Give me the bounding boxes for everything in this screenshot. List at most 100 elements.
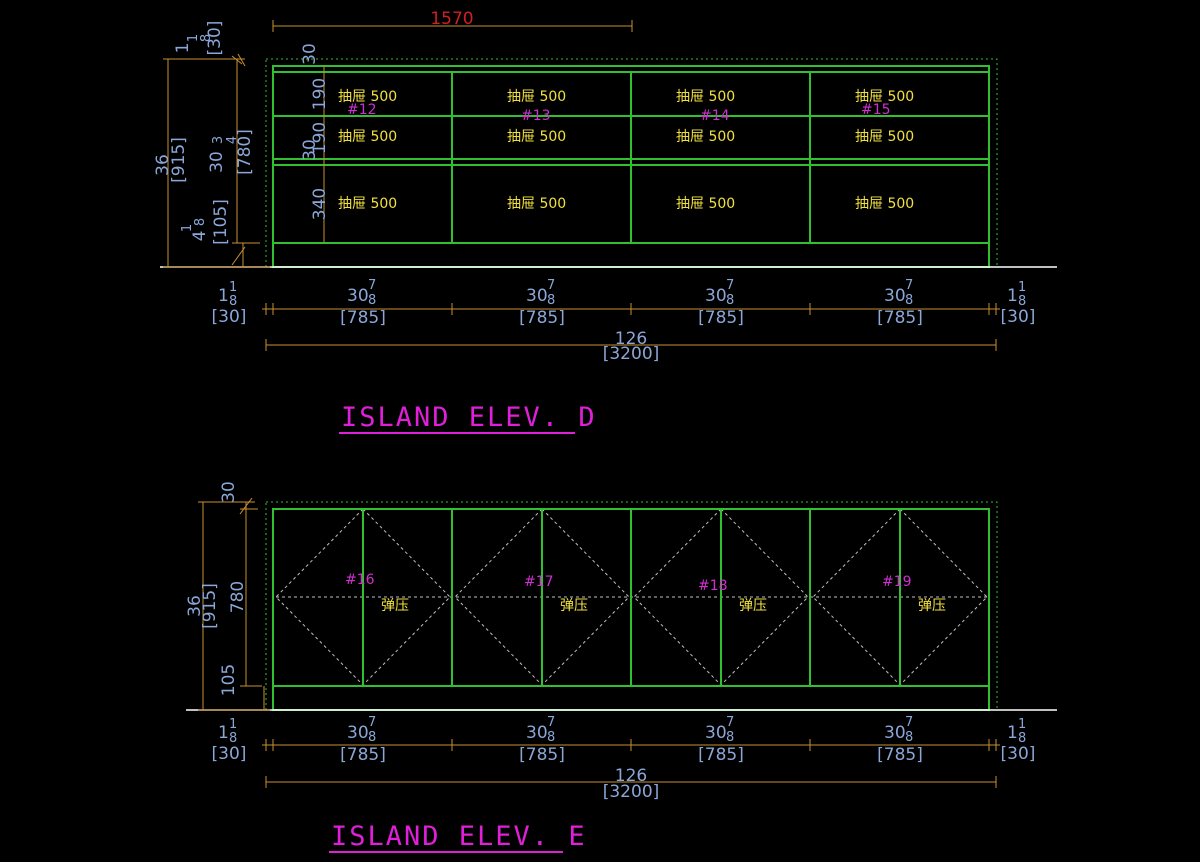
cabinet-outline-dotted	[265, 58, 998, 268]
left-dimension-lines-e	[198, 497, 270, 711]
svg-text:#17: #17	[524, 574, 554, 590]
svg-text:7: 7	[547, 278, 555, 293]
svg-text:#13: #13	[521, 108, 551, 124]
svg-text:8: 8	[726, 293, 734, 308]
svg-text:36: 36	[153, 154, 173, 176]
title-e: ISLAND ELEV. E	[329, 821, 587, 853]
svg-text:ISLAND ELEV. E: ISLAND ELEV. E	[331, 821, 587, 852]
svg-text:[30]: [30]	[205, 21, 225, 56]
cabinet-outline-dotted-e	[265, 501, 998, 711]
height-dim-36: 36 [915]	[153, 137, 189, 183]
svg-text:7: 7	[547, 715, 555, 730]
cabinet-tags-e: #16 #17 #18 #19	[345, 572, 912, 594]
cabinet-body-d	[272, 65, 990, 268]
svg-text:8: 8	[547, 730, 555, 745]
svg-text:30: 30	[300, 139, 320, 161]
top-dimension-1570	[272, 20, 633, 32]
bay-dim-1: 30 7 8 [785]	[340, 278, 386, 328]
title-d: ISLAND ELEV. D	[339, 402, 597, 434]
svg-text:#12: #12	[347, 102, 377, 118]
svg-text:[3200]: [3200]	[603, 344, 660, 364]
svg-text:1: 1	[1007, 286, 1018, 306]
side-dim-left-d: 1 1 8 [30]	[212, 280, 247, 327]
svg-text:126: 126	[615, 329, 647, 349]
svg-text:1: 1	[229, 280, 237, 295]
svg-text:1: 1	[186, 34, 201, 42]
svg-text:36: 36	[185, 595, 205, 617]
bay-dim-1-e: 30 7 8 [785]	[340, 715, 386, 765]
svg-text:抽屉 500: 抽屉 500	[855, 196, 914, 212]
svg-text:8: 8	[193, 218, 208, 226]
svg-text:[915]: [915]	[200, 583, 220, 629]
svg-text:[30]: [30]	[1001, 744, 1036, 764]
svg-text:[785]: [785]	[519, 308, 565, 328]
svg-text:8: 8	[199, 34, 214, 42]
svg-text:340: 340	[310, 188, 330, 220]
svg-text:8: 8	[368, 730, 376, 745]
svg-text:[3200]: [3200]	[603, 782, 660, 802]
svg-text:抽屉 500: 抽屉 500	[676, 129, 735, 145]
svg-text:190: 190	[310, 78, 330, 110]
svg-text:抽屉 500: 抽屉 500	[855, 89, 914, 105]
svg-text:#14: #14	[700, 108, 730, 124]
svg-text:7: 7	[905, 715, 913, 730]
svg-text:抽屉 500: 抽屉 500	[676, 196, 735, 212]
svg-text:[780]: [780]	[235, 129, 255, 175]
svg-text:8: 8	[368, 293, 376, 308]
svg-text:抽屉 500: 抽屉 500	[338, 129, 397, 145]
left-dimension-lines-d	[163, 53, 325, 268]
svg-text:1: 1	[1018, 280, 1026, 295]
svg-text:30: 30	[705, 723, 727, 743]
bottom-dimension-lines-e	[262, 739, 1000, 788]
svg-text:ISLAND ELEV. D: ISLAND ELEV. D	[341, 402, 597, 433]
svg-text:抽屉 500: 抽屉 500	[676, 89, 735, 105]
svg-text:8: 8	[1018, 294, 1026, 309]
svg-text:[915]: [915]	[169, 137, 189, 183]
svg-text:780: 780	[228, 581, 248, 613]
svg-text:8: 8	[726, 730, 734, 745]
svg-text:[785]: [785]	[340, 308, 386, 328]
svg-text:30: 30	[526, 723, 548, 743]
svg-text:抽屉 500: 抽屉 500	[507, 196, 566, 212]
elevation-e: 36 [915] 30 780 105 #16 #17 #18 #19 弹压 弹…	[185, 481, 1057, 853]
top-dim-text: 1570	[430, 9, 473, 29]
top-gap-dim: 1 1 8 [30]	[173, 21, 225, 56]
drawer-labels-row3: 抽屉 500 抽屉 500 抽屉 500 抽屉 500	[338, 196, 914, 212]
svg-text:[785]: [785]	[340, 745, 386, 765]
cabinet-tags-d: #12 #13 #14 #15	[347, 102, 891, 124]
total-width-dim-e: 126 [3200]	[603, 766, 660, 802]
bay-dim-3: 30 7 8 [785]	[698, 278, 744, 328]
svg-text:[30]: [30]	[212, 307, 247, 327]
svg-text:126: 126	[615, 766, 647, 786]
bay-dims-d: 30 7 8 [785] 30 7 8 [785] 30 7 8 [785] 3…	[340, 278, 923, 328]
svg-text:1: 1	[1018, 717, 1026, 732]
svg-text:4: 4	[225, 136, 240, 144]
svg-text:[30]: [30]	[212, 744, 247, 764]
svg-text:1: 1	[229, 717, 237, 732]
svg-text:[785]: [785]	[877, 745, 923, 765]
svg-text:[105]: [105]	[211, 199, 231, 245]
svg-text:1: 1	[218, 286, 229, 306]
svg-text:8: 8	[547, 293, 555, 308]
svg-text:弹压: 弹压	[918, 598, 946, 614]
side-dim-left-e: 1 1 8 [30]	[212, 717, 247, 764]
bay-dim-4-e: 30 7 8 [785]	[877, 715, 923, 765]
svg-text:抽屉 500: 抽屉 500	[338, 89, 397, 105]
bottom-dimension-lines-d	[262, 303, 1000, 351]
svg-text:抽屉 500: 抽屉 500	[507, 89, 566, 105]
push-labels-e: 弹压 弹压 弹压 弹压	[381, 598, 946, 614]
svg-text:7: 7	[368, 715, 376, 730]
svg-text:1: 1	[1007, 723, 1018, 743]
svg-text:30: 30	[705, 286, 727, 306]
svg-text:8: 8	[905, 293, 913, 308]
bay-dim-3-e: 30 7 8 [785]	[698, 715, 744, 765]
bay-dim-2: 30 7 8 [785]	[519, 278, 565, 328]
svg-text:30: 30	[884, 286, 906, 306]
svg-text:弹压: 弹压	[381, 598, 409, 614]
svg-text:弹压: 弹压	[560, 598, 588, 614]
svg-text:30: 30	[347, 723, 369, 743]
svg-text:1: 1	[173, 43, 193, 54]
drawer-labels-row1: 抽屉 500 抽屉 500 抽屉 500 抽屉 500	[338, 89, 914, 105]
svg-text:105: 105	[219, 664, 239, 696]
